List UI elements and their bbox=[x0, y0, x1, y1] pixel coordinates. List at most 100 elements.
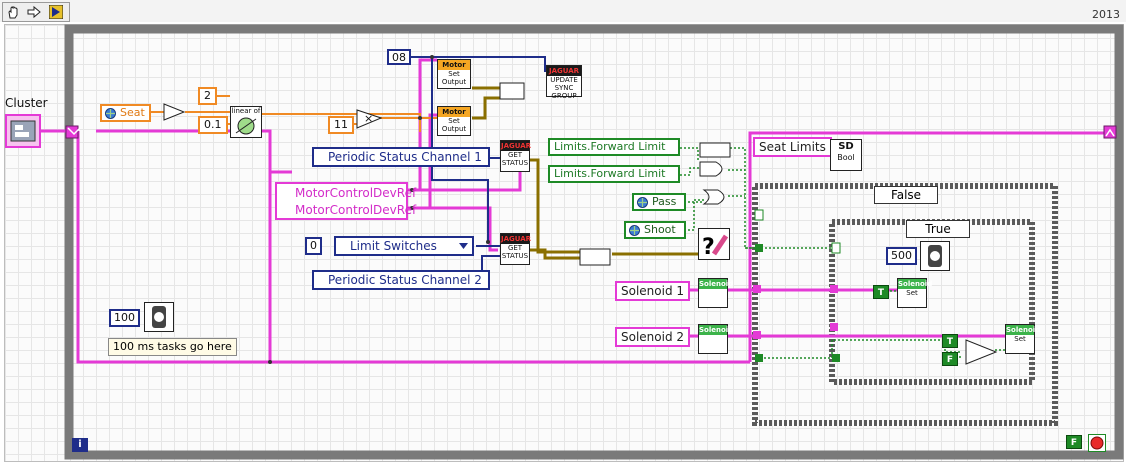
solenoid-header-2: Solenoid bbox=[699, 325, 734, 335]
constant-two[interactable]: 2 bbox=[198, 87, 217, 105]
true-constant-1[interactable]: T bbox=[873, 285, 889, 299]
limit-index-constant[interactable]: 0 bbox=[305, 237, 322, 255]
solenoid-get-vi-1[interactable]: Solenoid bbox=[698, 278, 734, 308]
false-constant-1[interactable]: F bbox=[942, 352, 958, 366]
motor-set-output-vi-1[interactable]: Motor Set Output bbox=[437, 59, 471, 89]
version-year: 2013 bbox=[1092, 8, 1120, 21]
solenoid-header-3: Solenoid bbox=[898, 279, 933, 289]
sd-label: SD bbox=[838, 141, 854, 152]
motor-set-output-vi-2[interactable]: Motor Set Output bbox=[437, 106, 471, 136]
set-label-1: Set bbox=[906, 289, 918, 297]
stop-icon[interactable] bbox=[1088, 434, 1106, 452]
solenoid-set-vi-1[interactable]: Solenoid Set bbox=[897, 278, 933, 308]
seat-limits-constant[interactable]: Seat Limits bbox=[753, 137, 832, 157]
get-status-vi-1[interactable]: JAGUAR GET STATUS bbox=[500, 140, 532, 172]
seat-label: Seat bbox=[120, 106, 145, 119]
cluster-terminal-icon[interactable] bbox=[5, 114, 41, 148]
chart-icon bbox=[235, 117, 257, 135]
solenoid-header-4: Solenoid bbox=[1006, 325, 1041, 335]
false-constant-stop[interactable]: F bbox=[1066, 435, 1082, 449]
tunnels bbox=[65, 125, 1117, 362]
forward-limit-unbundle-1[interactable]: Limits.Forward Limit bbox=[548, 138, 680, 156]
toolbar-group bbox=[2, 2, 70, 22]
forward-limit-unbundle-2[interactable]: Limits.Forward Limit bbox=[548, 165, 680, 183]
and-node bbox=[699, 161, 723, 177]
get-status-label-2: GET STATUS bbox=[501, 244, 529, 260]
cluster-wires bbox=[472, 86, 698, 260]
pass-text: Pass bbox=[652, 195, 677, 208]
globe-icon-pass bbox=[637, 197, 648, 208]
fwd-limit-1-text: Limits.Forward Limit bbox=[554, 140, 666, 153]
linear-label: linear of bbox=[231, 107, 261, 115]
pass-refnum[interactable]: Pass bbox=[632, 193, 687, 211]
info-icon[interactable]: i bbox=[72, 438, 88, 452]
globe-icon-shoot bbox=[629, 225, 640, 236]
to-double-node bbox=[163, 103, 186, 121]
constant-point-one[interactable]: 0.1 bbox=[198, 116, 228, 134]
globe-icon bbox=[105, 108, 116, 119]
pink-wires bbox=[40, 58, 1110, 364]
true-constant-2[interactable]: T bbox=[942, 334, 958, 348]
set-label-2: Set bbox=[1014, 335, 1026, 343]
hand-icon[interactable] bbox=[6, 5, 20, 19]
solenoid-set-vi-2[interactable]: Solenoid Set bbox=[1005, 324, 1041, 354]
shoot-text: Shoot bbox=[644, 223, 676, 236]
set-output-label: Set Output bbox=[441, 70, 467, 86]
limit-switches-text: Limit Switches bbox=[350, 239, 437, 253]
device-ref-bundle[interactable]: MotorControlDevRef MotorControlDevRef bbox=[275, 182, 416, 220]
solenoid-header-1: Solenoid bbox=[699, 279, 734, 289]
seat-refnum[interactable]: Seat bbox=[100, 104, 151, 122]
run-icon[interactable] bbox=[49, 5, 63, 19]
arrow-right-icon[interactable] bbox=[27, 5, 41, 19]
select-node bbox=[965, 339, 998, 365]
multiply-node bbox=[356, 109, 383, 129]
solenoid-get-vi-2[interactable]: Solenoid bbox=[698, 324, 734, 354]
periodic1-text: Periodic Status Channel 1 bbox=[328, 150, 482, 164]
get-status-label-1: GET STATUS bbox=[501, 151, 529, 167]
motor-dev-ref-1: MotorControlDevRef bbox=[295, 186, 417, 200]
toolbar: 2013 bbox=[0, 0, 1126, 22]
wait-ms-icon-100[interactable] bbox=[144, 302, 174, 332]
case-outer-label: False bbox=[890, 188, 922, 202]
case-inner-label: True bbox=[925, 222, 951, 236]
linear-scale-vi[interactable]: linear of bbox=[230, 106, 262, 138]
jaguar-header-4: JAGUAR bbox=[501, 234, 532, 244]
periodic2-text: Periodic Status Channel 2 bbox=[328, 273, 482, 287]
limit-switches-ring[interactable]: Limit Switches bbox=[334, 236, 474, 256]
constant-08[interactable]: 08 bbox=[387, 49, 411, 65]
jaguar-header: JAGUAR bbox=[547, 66, 581, 76]
case-selector-outer[interactable]: False bbox=[874, 186, 938, 204]
motor-dev-ref-2: MotorControlDevRef bbox=[295, 203, 417, 217]
constant-100[interactable]: 100 bbox=[109, 309, 140, 327]
motor-header-2: Motor bbox=[438, 107, 470, 117]
periodic-status-channel-1-ring[interactable]: Periodic Status Channel 1 bbox=[312, 147, 490, 167]
wait-ms-icon-500[interactable] bbox=[920, 241, 950, 271]
svg-text:×: × bbox=[364, 112, 373, 125]
motor-header: Motor bbox=[438, 60, 470, 70]
while-loop-frame bbox=[64, 24, 1124, 460]
orange-wires bbox=[145, 95, 437, 132]
cluster-label: Cluster bbox=[5, 96, 48, 110]
solenoid-2-control[interactable]: Solenoid 2 bbox=[615, 327, 691, 347]
junctions bbox=[268, 55, 490, 364]
smartdashboard-bool-vi[interactable]: SD Bool bbox=[830, 139, 862, 171]
shoot-refnum[interactable]: Shoot bbox=[624, 221, 686, 239]
bool-label: Bool bbox=[837, 153, 855, 162]
build-array-node bbox=[699, 142, 731, 158]
update-sync-group-vi[interactable]: JAGUAR UPDATE SYNC GROUP bbox=[546, 65, 582, 100]
periodic-status-channel-2-ring[interactable]: Periodic Status Channel 2 bbox=[312, 270, 490, 290]
comment-100ms: 100 ms tasks go here bbox=[108, 338, 237, 356]
svg-text:?: ? bbox=[702, 235, 715, 260]
constant-500[interactable]: 500 bbox=[886, 247, 917, 265]
update-sync-label: UPDATE SYNC GROUP bbox=[550, 76, 578, 100]
error-handler-icon[interactable]: ? bbox=[698, 228, 730, 260]
set-output-label-2: Set Output bbox=[441, 117, 467, 133]
solenoid-1-control[interactable]: Solenoid 1 bbox=[615, 281, 691, 301]
get-status-vi-2[interactable]: JAGUAR GET STATUS bbox=[500, 233, 532, 265]
bundle-node-2 bbox=[579, 248, 611, 266]
jaguar-header-3: JAGUAR bbox=[501, 141, 532, 151]
case-selector-inner[interactable]: True bbox=[906, 220, 970, 238]
chevron-down-icon bbox=[459, 243, 468, 249]
fwd-limit-2-text: Limits.Forward Limit bbox=[554, 167, 666, 180]
constant-eleven[interactable]: 11 bbox=[328, 116, 354, 134]
